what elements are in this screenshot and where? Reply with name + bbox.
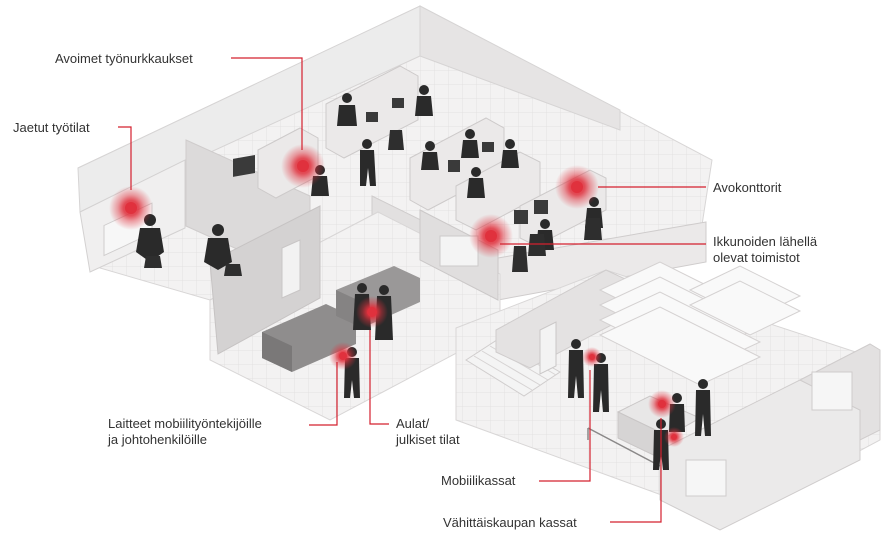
leader-mobile-checkouts [539, 370, 591, 482]
label-mobile-checkouts: Mobiilikassat [441, 473, 516, 488]
label-window-offices: Ikkunoiden lähellä olevat toimistot [713, 234, 818, 265]
leader-retail-checkouts [610, 418, 662, 523]
leader-mobile-devices [309, 362, 338, 426]
office-chairs [144, 130, 602, 276]
shelving-units [598, 261, 802, 386]
monitors [233, 98, 548, 224]
label-mobile-devices: Laitteet mobiilityöntekijöille ja johtoh… [108, 416, 262, 447]
leader-lines [118, 57, 706, 523]
label-open-offices: Avokonttorit [713, 180, 782, 195]
leader-lobbies [369, 330, 389, 425]
label-lobbies: Aulat/ julkiset tilat [396, 416, 460, 447]
label-shared-workspaces: Jaetut työtilat [13, 120, 90, 135]
label-retail-checkouts: Vähittäiskaupan kassat [443, 515, 577, 530]
staircase [465, 337, 561, 397]
leader-shared-workspaces [118, 126, 132, 190]
label-open-workstations: Avoimet työnurkkaukset [55, 51, 193, 66]
leader-open-workstations [231, 57, 303, 150]
signal-markers [109, 144, 684, 447]
